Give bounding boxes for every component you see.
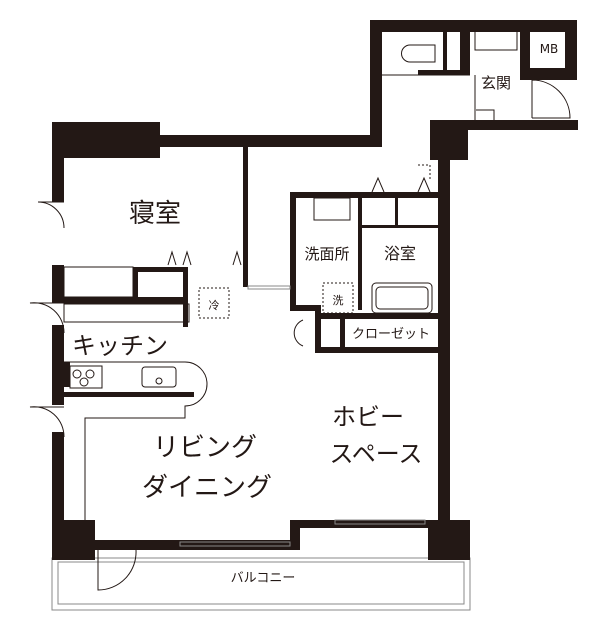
fridge-space — [198, 287, 230, 319]
entrance-door — [531, 79, 571, 119]
window-sashes — [179, 285, 426, 547]
room-label-entrance: 玄関 — [481, 74, 511, 92]
room-label-closet: クローゼット — [352, 327, 430, 342]
sink-icon — [141, 366, 177, 388]
washer-label: 洗 — [333, 294, 344, 307]
walls — [52, 20, 578, 560]
room-label-dining: ダイニング — [142, 473, 272, 503]
room-label-kitchen: キッチン — [72, 332, 168, 360]
entrance-lines — [382, 74, 495, 120]
balcony-outline — [51, 557, 471, 611]
room-label-bathroom: 浴室 — [384, 244, 416, 263]
folding-door — [418, 164, 431, 180]
sliding-door-marks — [167, 176, 431, 266]
room-label-space: スペース — [329, 440, 422, 468]
washer-space — [322, 282, 354, 314]
room-label-living: リビング — [153, 433, 257, 463]
room-label-washroom: 洗面所 — [304, 245, 349, 263]
room-label-meter-box: MB — [540, 42, 559, 56]
stove-icon — [69, 365, 103, 389]
room-label-bedroom: 寝室 — [129, 199, 181, 229]
doors-and-windows — [29, 201, 304, 591]
fixtures — [29, 29, 571, 591]
room-label-balcony: バルコニー — [231, 571, 296, 586]
washbasin-icon — [313, 197, 351, 221]
shoe-cabinet — [474, 29, 518, 51]
room-label-hobby: ホビー — [332, 403, 404, 431]
fridge-label: 冷 — [209, 299, 220, 312]
bathtub-icon — [371, 282, 433, 314]
toilet-icon — [401, 44, 436, 63]
